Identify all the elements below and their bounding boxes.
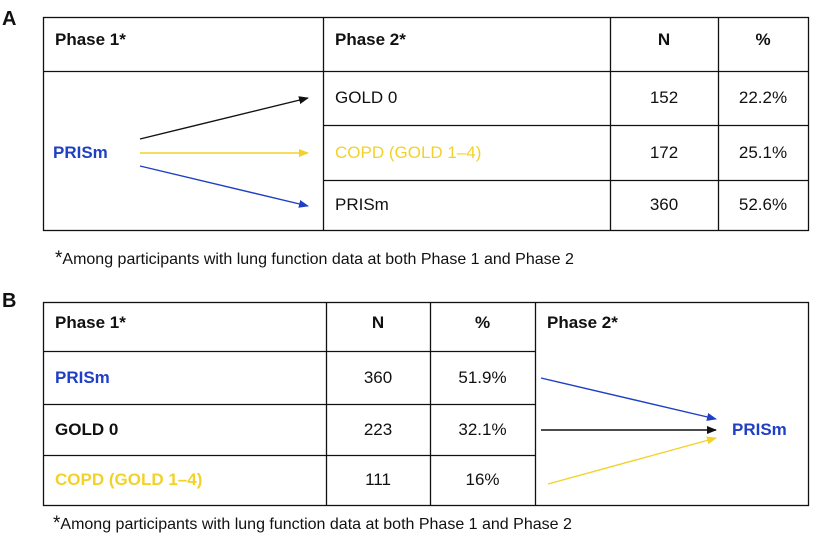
panel-a-arrow-to-prism	[139, 165, 309, 208]
panel-a-header-pct: %	[755, 30, 771, 49]
panel-b-footnote: *Among participants with lung function d…	[53, 513, 572, 535]
panel-a-label: A	[2, 8, 17, 30]
panel-b-row-gold0-n: 223	[363, 419, 393, 439]
panel-a-header-n: N	[657, 30, 671, 49]
panel-a-row-copd-n: 172	[649, 142, 679, 162]
panel-b-footnote-text: Among participants with lung function da…	[60, 516, 572, 533]
panel-a-row-prism-n: 360	[649, 195, 679, 214]
panel-b-row-prism-n: 360	[363, 367, 393, 387]
panel-b-row-copd-phase1: COPD (GOLD 1–4)	[55, 470, 203, 489]
panel-b-row-copd-n: 111	[365, 470, 391, 489]
panel-b-arrow-from-copd	[547, 436, 717, 485]
panel-a-arrow-to-gold0	[139, 96, 309, 140]
panel-a-row-gold0-pct: 22.2%	[738, 88, 788, 107]
panel-b-row-prism-phase1: PRISm	[55, 367, 110, 387]
panel-b-row-gold0-pct: 32.1%	[458, 419, 507, 439]
panel-a-row-copd-pct: 25.1%	[738, 142, 788, 162]
panel-a-row-gold0-n: 152	[649, 88, 679, 107]
panel-b-header-phase2: Phase 2*	[547, 313, 618, 332]
panel-b-header-pct: %	[474, 313, 491, 332]
panel-a-row-copd-phase2: COPD (GOLD 1–4)	[335, 142, 482, 162]
panel-b-header-n: N	[371, 313, 385, 332]
panel-a-footnote-star: *	[55, 248, 63, 269]
panel-b-header-phase1: Phase 1*	[55, 313, 126, 332]
panel-b-row-prism-pct: 51.9%	[458, 367, 507, 387]
panel-b-label: B	[2, 290, 17, 312]
panel-b-footnote-star: *	[53, 513, 61, 534]
panel-a-row-gold0-phase2: GOLD 0	[335, 88, 398, 107]
panel-a-footnote: *Among participants with lung function d…	[55, 248, 574, 270]
panel-b-arrow-from-prism	[540, 377, 717, 421]
panel-a-source-label: PRISm	[53, 143, 108, 162]
panel-a-row-prism-pct: 52.6%	[738, 195, 788, 214]
panel-a-footnote-text: Among participants with lung function da…	[62, 251, 574, 268]
panel-a-header-phase2: Phase 2*	[335, 30, 406, 49]
panel-b-row-copd-pct: 16%	[465, 470, 500, 489]
panel-a-header-phase1: Phase 1*	[55, 30, 126, 49]
panel-b-row-gold0-phase1: GOLD 0	[55, 419, 119, 439]
panel-a-row-prism-phase2: PRISm	[335, 195, 389, 214]
panel-b-target-label: PRISm	[732, 420, 787, 439]
